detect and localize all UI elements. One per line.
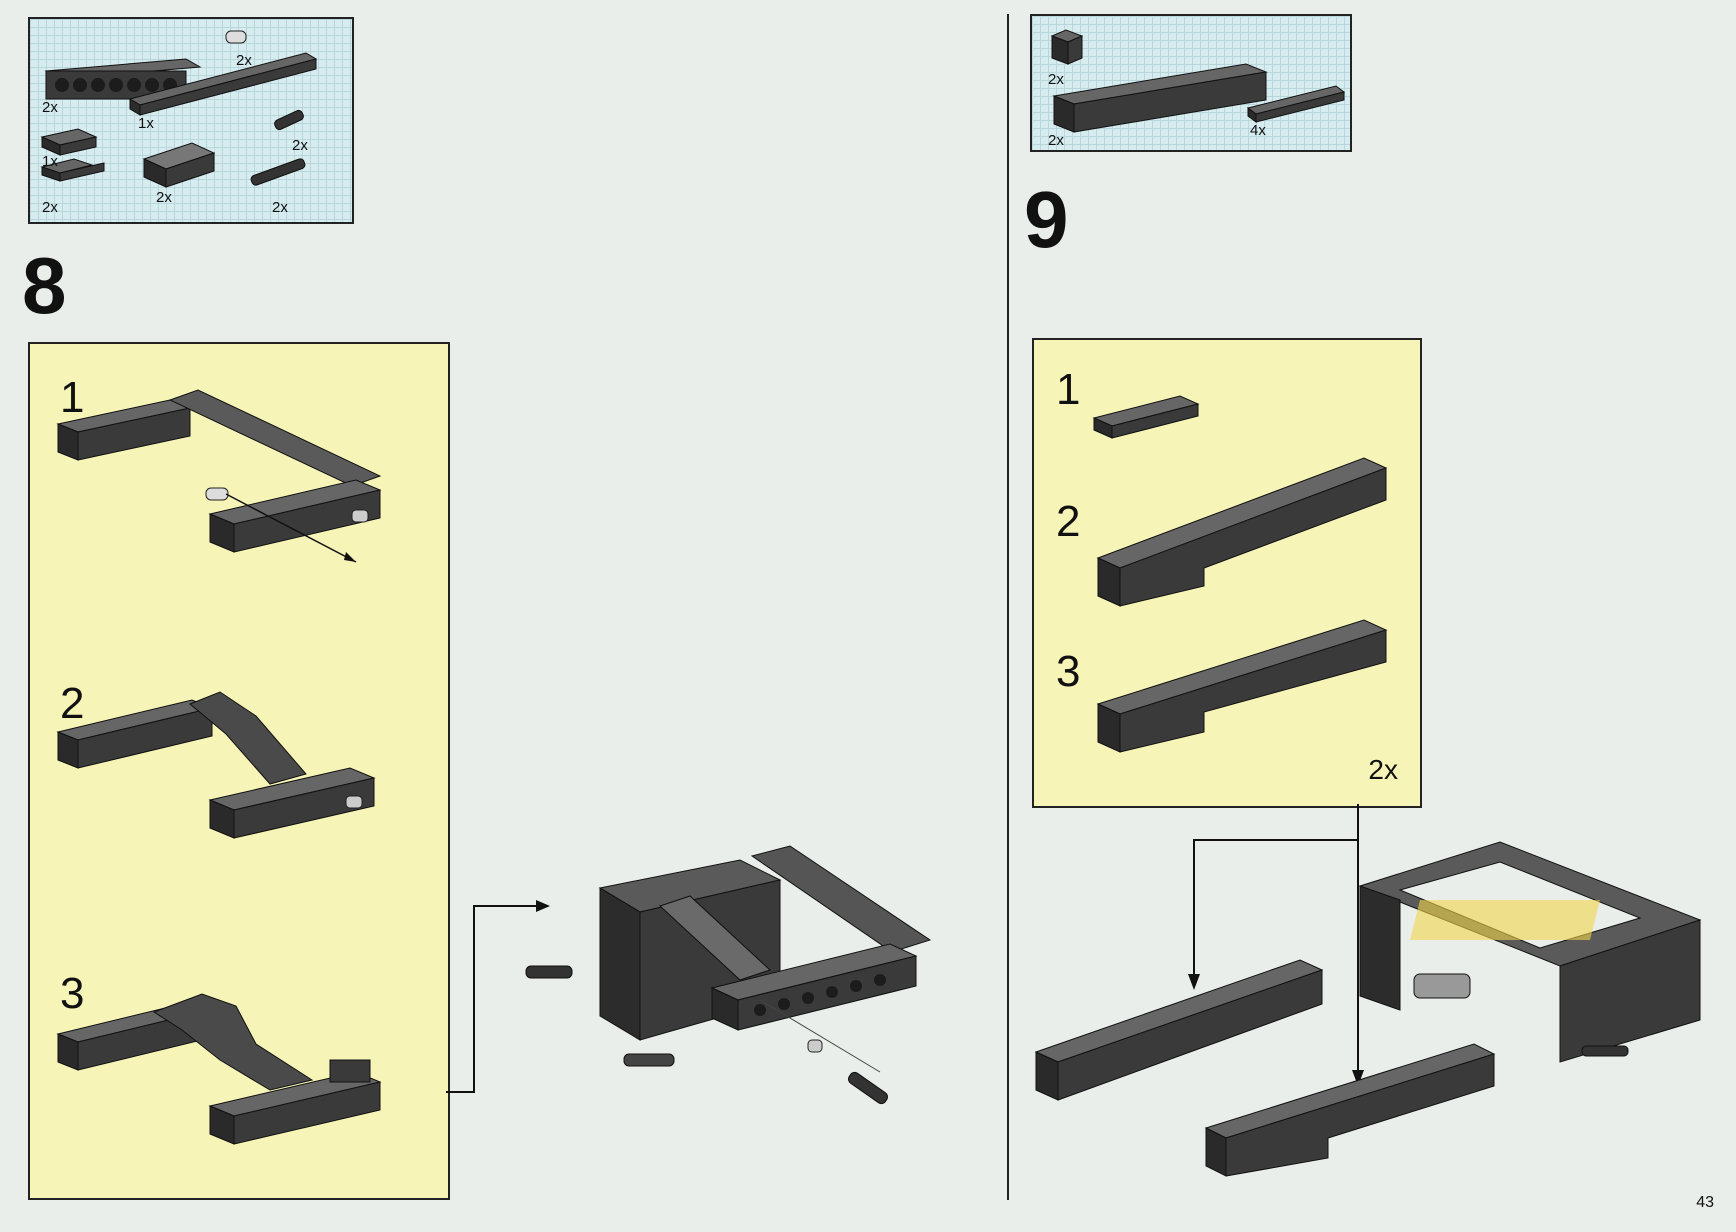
brick-1x1-icon — [1050, 29, 1084, 65]
part-qty: 2x — [292, 137, 308, 154]
plate-l-icon — [40, 158, 105, 182]
connector-peg-icon — [225, 30, 247, 44]
substep-number: 3 — [60, 969, 85, 1018]
part-qty: 2x — [272, 199, 288, 216]
frame-assembly-1-icon — [56, 389, 382, 563]
plate-1x4-icon — [1092, 395, 1200, 439]
substep-number: 1 — [1056, 365, 1081, 414]
frame-assembly-2-icon — [56, 691, 376, 839]
substep-number: 3 — [1056, 647, 1081, 696]
slope-brick-icon — [142, 142, 216, 188]
beam-12-icon — [1052, 63, 1268, 133]
page-number: 43 — [1696, 1194, 1714, 1211]
part-qty: 2x — [42, 99, 58, 116]
plate-2x2-icon — [40, 128, 98, 156]
step-number-8: 8 — [22, 241, 67, 330]
substep-number: 2 — [1056, 497, 1081, 546]
repeat-multiplier: 2x — [1368, 754, 1398, 785]
part-qty: 1x — [138, 115, 154, 132]
part-qty: 1x — [42, 153, 58, 170]
part-qty: 2x — [236, 52, 252, 69]
step9-parts-box: 2x 2x 4x — [1030, 14, 1352, 152]
substep-number: 2 — [60, 679, 85, 728]
substep-number: 1 — [60, 373, 85, 422]
part-qty: 2x — [156, 189, 172, 206]
step8-substep-illustrations — [56, 389, 382, 1145]
part-qty: 4x — [1250, 122, 1266, 139]
beam-8-icon — [44, 58, 202, 100]
part-qty: 2x — [42, 199, 58, 216]
step8-substeps-panel: 1 2 3 — [28, 342, 450, 1200]
step8-parts-box: 2x 2x 1x 1x 2x 2x 2x 2x — [28, 17, 354, 224]
plate-long-icon — [128, 52, 318, 116]
axle-pin-icon — [274, 109, 304, 131]
step9-substeps-panel: 1 2 3 2x — [1032, 338, 1422, 808]
long-pin-icon — [250, 158, 306, 186]
step9-parts-illustration — [1050, 29, 1346, 133]
step9-substep-illustrations — [1092, 395, 1388, 753]
page-divider — [1007, 14, 1009, 1200]
step-number-9: 9 — [1024, 175, 1069, 264]
chassis-with-beams-icon — [1034, 841, 1702, 1177]
chassis-assembly-icon — [525, 845, 932, 1105]
step8-parts-illustration — [40, 30, 318, 188]
frame-assembly-3-icon — [56, 993, 382, 1145]
part-qty: 2x — [1048, 71, 1064, 88]
plate-1x4-icon — [1246, 85, 1346, 123]
part-qty: 2x — [1048, 132, 1064, 149]
beam-assembly-icon — [1096, 619, 1388, 753]
beam-with-plate-icon — [1096, 457, 1388, 607]
